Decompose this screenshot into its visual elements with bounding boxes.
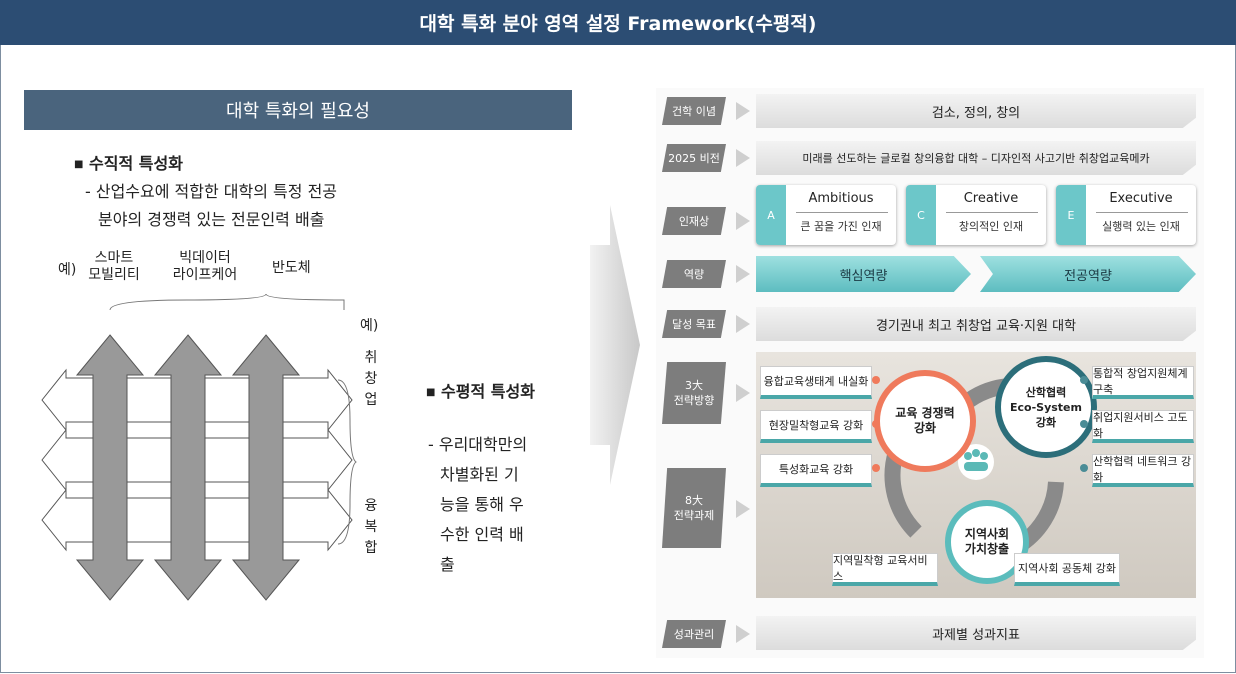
bar-founding: 검소, 정의, 창의 xyxy=(756,94,1196,128)
tag-talent: 인재상 xyxy=(662,207,726,235)
vertical-arrow-1 xyxy=(75,334,145,601)
competency-major: 전공역량 xyxy=(980,256,1196,292)
horizontal-desc-line: 출 xyxy=(440,555,455,574)
card-title: Creative xyxy=(963,191,1019,206)
row-arrow-icon xyxy=(736,102,750,120)
bullet-icon: ■ xyxy=(426,387,436,398)
vertical-char: 업 xyxy=(364,392,378,408)
card-ambitious: A Ambitious 큰 꿈을 가진 인재 xyxy=(756,185,896,245)
card-letter: E xyxy=(1056,185,1086,245)
horizontal-desc-line: - 우리대학만의 xyxy=(428,435,528,454)
vertical-char: 복 xyxy=(364,519,378,535)
connector-dot xyxy=(872,464,880,472)
card-subtitle: 큰 꿈을 가진 인재 xyxy=(800,220,882,233)
horizontal-title: 수평적 특성화 xyxy=(441,382,535,401)
vertical-char: 취 xyxy=(364,350,378,366)
field-label-line: 빅데이터 xyxy=(179,250,231,266)
horizontal-heading: ■ 수평적 특성화 xyxy=(426,378,535,402)
tag-vision: 2025 비전 xyxy=(662,144,726,172)
vertical-horizontal-diagram xyxy=(41,293,357,601)
vertical-heading: ■ 수직적 특성화 xyxy=(74,150,183,174)
horizontal-desc-line: 능을 통해 우 xyxy=(440,495,524,514)
card-title: Ambitious xyxy=(808,191,874,206)
row-arrow-icon xyxy=(736,149,750,167)
field-label-bigdata: 빅데이터 라이프케어 xyxy=(160,250,250,284)
example-prefix: 예) xyxy=(58,262,77,278)
field-label-line: 라이프케어 xyxy=(172,267,238,283)
page-title: 대학 특화 분야 영역 설정 Framework(수평적) xyxy=(0,0,1236,45)
top-brace xyxy=(109,293,345,311)
vertical-desc-2: 분야의 경쟁력 있는 전문인력 배출 xyxy=(98,210,325,229)
field-label-line: 모빌리티 xyxy=(88,267,140,283)
card-divider xyxy=(796,212,888,213)
circle-industry: 산학협력 Eco-System 강화 xyxy=(995,356,1097,458)
task-left-3: 특성화교육 강화 xyxy=(760,454,872,487)
connector-dot xyxy=(872,376,880,384)
vertical-title: 수직적 특성화 xyxy=(89,154,183,173)
bar-vision: 미래를 선도하는 글로컬 창의융합 대학 – 디자인적 사고기반 취창업교육메카 xyxy=(756,141,1196,175)
vertical-char: 합 xyxy=(364,540,378,556)
vertical-label-convergence: 융 복 합 xyxy=(362,496,380,559)
horizontal-desc-line: 차별화된 기 xyxy=(440,465,519,484)
field-label-semiconductor: 반도체 xyxy=(272,260,311,276)
vertical-arrow-2 xyxy=(153,334,223,601)
card-divider xyxy=(1096,212,1188,213)
tag-competency: 역량 xyxy=(662,260,726,288)
horizontal-desc: - 우리대학만의 차별화된 기 능을 통해 우 수한 인력 배 출 xyxy=(428,430,527,580)
vertical-char: 융 xyxy=(364,498,378,514)
task-right-2: 취업지원서비스 고도화 xyxy=(1092,410,1194,443)
bar-performance: 과제별 성과지표 xyxy=(756,616,1196,650)
vertical-arrow-3 xyxy=(231,334,301,601)
right-brace xyxy=(337,379,357,545)
connector-dot xyxy=(1080,420,1088,428)
card-creative: C Creative 창의적인 인재 xyxy=(906,185,1046,245)
field-label-mobility: 스마트 모빌리티 xyxy=(84,250,144,284)
vertical-desc-1: - 산업수요에 적합한 대학의 특정 전공 xyxy=(85,182,338,201)
need-header: 대학 특화의 필요성 xyxy=(24,90,572,130)
task-right-3: 산학협력 네트워크 강화 xyxy=(1092,454,1194,487)
card-subtitle: 실행력 있는 인재 xyxy=(1102,220,1180,233)
card-letter: C xyxy=(906,185,936,245)
tag-founding: 건학 이념 xyxy=(662,97,726,125)
card-executive: E Executive 실행력 있는 인재 xyxy=(1056,185,1196,245)
transition-arrow xyxy=(590,205,640,485)
tag-tasks: 8大 전략과제 xyxy=(662,468,726,548)
tag-strategy: 3大 전략방향 xyxy=(662,362,726,424)
tag-performance: 성과관리 xyxy=(662,620,726,648)
row-arrow-icon xyxy=(736,384,750,402)
task-left-1: 융합교육생태계 내실화 xyxy=(760,366,872,399)
task-bottom-1: 지역밀착형 교육서비스 xyxy=(832,553,938,586)
task-left-2: 현장밀착형교육 강화 xyxy=(760,410,872,443)
vertical-arrows xyxy=(75,334,301,601)
row-arrow-icon xyxy=(736,315,750,333)
connector-dot xyxy=(1080,464,1088,472)
card-subtitle: 창의적인 인재 xyxy=(958,220,1024,233)
bullet-icon: ■ xyxy=(74,159,84,170)
horizontal-desc-line: 수한 인력 배 xyxy=(440,525,524,544)
vertical-label-employment: 취 창 업 xyxy=(362,348,380,411)
row-arrow-icon xyxy=(736,500,750,518)
circle-education: 교육 경쟁력 강화 xyxy=(874,370,976,472)
bar-goal: 경기권내 최고 취창업 교육·지원 대학 xyxy=(756,307,1196,341)
row-arrow-icon xyxy=(736,625,750,643)
card-letter: A xyxy=(756,185,786,245)
task-bottom-2: 지역사회 공동체 강화 xyxy=(1014,553,1120,586)
task-right-1: 통합적 창업지원체계 구축 xyxy=(1092,366,1194,399)
people-icon xyxy=(964,449,988,471)
connector-dot xyxy=(1080,376,1088,384)
row-arrow-icon xyxy=(736,265,750,283)
connector-dot xyxy=(872,420,880,428)
vertical-char: 창 xyxy=(364,371,378,387)
card-divider xyxy=(946,212,1038,213)
tag-goal: 달성 목표 xyxy=(662,310,726,338)
circle-region: 지역사회 가치창출 xyxy=(945,500,1029,584)
field-label-line: 스마트 xyxy=(94,250,134,266)
card-title: Executive xyxy=(1109,191,1173,206)
competency-core: 핵심역량 xyxy=(756,256,971,292)
right-example-prefix: 예) xyxy=(360,318,379,334)
big-right-arrow-shape xyxy=(590,205,640,485)
row-arrow-icon xyxy=(736,212,750,230)
